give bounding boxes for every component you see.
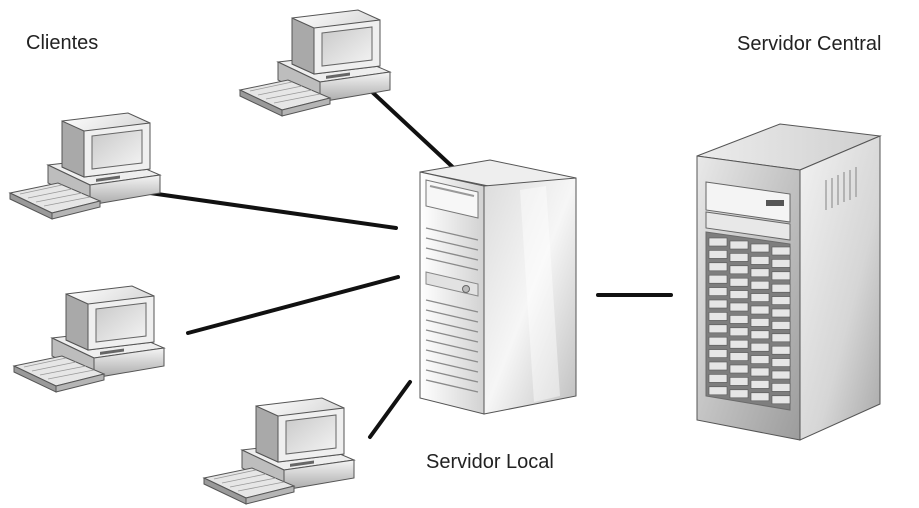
disk-slot bbox=[708, 237, 728, 247]
disk-slot bbox=[771, 370, 791, 380]
disk-slot bbox=[708, 299, 728, 309]
disk-slot bbox=[729, 277, 749, 287]
disk-slot bbox=[771, 321, 791, 330]
disk-slot bbox=[729, 302, 749, 312]
client-computer-2 bbox=[9, 112, 161, 220]
disk-slot bbox=[708, 349, 728, 358]
disk-slot bbox=[750, 293, 770, 302]
disk-slot bbox=[729, 240, 749, 250]
disk-slot bbox=[771, 308, 791, 318]
disk-slot bbox=[708, 312, 728, 321]
disk-slot bbox=[729, 377, 749, 386]
connection-client-2-local bbox=[148, 191, 398, 230]
disk-slot bbox=[729, 315, 749, 324]
local-server-label: Servidor Local bbox=[426, 451, 554, 473]
connection-lines bbox=[148, 88, 673, 439]
disk-slot bbox=[771, 296, 791, 305]
disk-slot bbox=[771, 345, 791, 355]
disk-slot bbox=[729, 389, 749, 399]
disk-slot bbox=[771, 395, 791, 405]
disk-slot bbox=[771, 283, 791, 293]
disk-slot bbox=[750, 243, 770, 253]
disk-slot bbox=[708, 287, 728, 296]
disk-slot bbox=[708, 386, 728, 396]
disk-slot bbox=[708, 250, 728, 259]
disk-slot bbox=[771, 259, 791, 268]
disk-slot bbox=[750, 256, 770, 265]
clients-label: Clientes bbox=[26, 32, 99, 54]
disk-slot bbox=[729, 265, 749, 275]
disk-slot bbox=[729, 290, 749, 299]
disk-slot bbox=[750, 330, 770, 340]
client-computer-4 bbox=[203, 397, 355, 505]
disk-slot bbox=[708, 361, 728, 371]
disk-slot bbox=[750, 355, 770, 364]
disk-slot bbox=[771, 246, 791, 256]
central-server-label: Servidor Central bbox=[737, 33, 882, 55]
disk-slot bbox=[750, 268, 770, 278]
connection-client-1-local bbox=[368, 88, 460, 174]
disk-slot bbox=[708, 274, 728, 284]
disk-slot bbox=[708, 374, 728, 383]
connection-client-3-local bbox=[186, 275, 400, 335]
disk-slot bbox=[750, 280, 770, 290]
disk-slot bbox=[750, 342, 770, 352]
central-server-rack bbox=[696, 123, 882, 441]
disk-array bbox=[708, 237, 791, 405]
disk-slot bbox=[750, 318, 770, 327]
disk-slot bbox=[750, 305, 770, 315]
disk-slot bbox=[729, 253, 749, 262]
disk-slot bbox=[708, 324, 728, 334]
disk-slot bbox=[771, 358, 791, 367]
client-computer-3 bbox=[13, 285, 165, 393]
connection-client-4-local bbox=[368, 380, 412, 439]
disk-slot bbox=[729, 352, 749, 361]
client-computer-1 bbox=[239, 9, 391, 117]
local-server-tower bbox=[419, 159, 577, 415]
disk-slot bbox=[729, 364, 749, 374]
disk-slot bbox=[750, 392, 770, 402]
disk-slot bbox=[771, 333, 791, 343]
disk-slot bbox=[750, 380, 770, 389]
disk-slot bbox=[729, 339, 749, 349]
disk-slot bbox=[771, 271, 791, 281]
disk-slot bbox=[771, 383, 791, 392]
disk-slot bbox=[750, 367, 770, 377]
disk-slot bbox=[708, 262, 728, 272]
disk-slot bbox=[708, 336, 728, 346]
disk-slot bbox=[729, 327, 749, 337]
